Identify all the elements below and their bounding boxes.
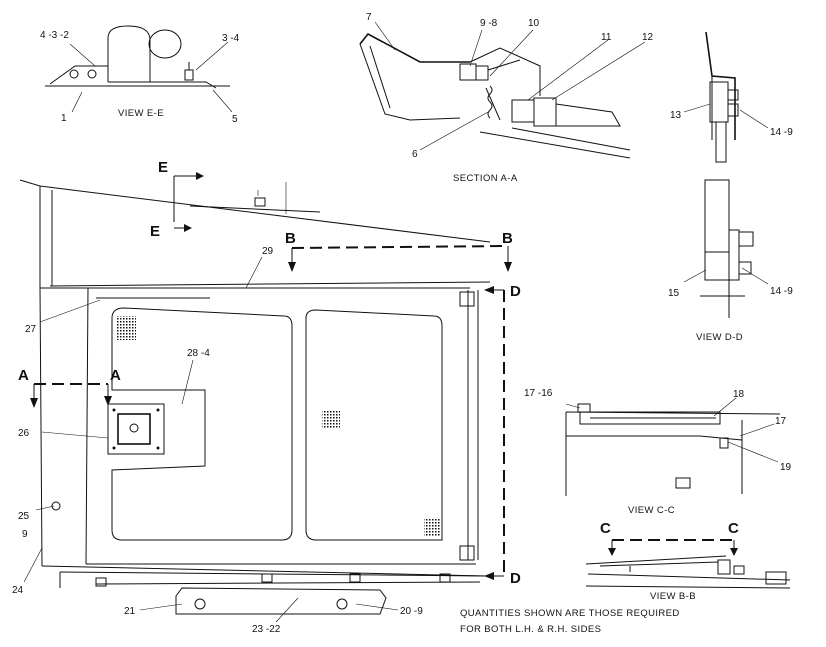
main-door-drawing: [19, 179, 491, 615]
section-cut-lines: [30, 172, 738, 580]
callout-18: 18: [733, 389, 745, 400]
view-cc-drawing: [565, 397, 781, 496]
callout-1: 1: [61, 113, 67, 124]
main-leaders: [23, 256, 399, 623]
section-letter-e-bot: E: [150, 223, 160, 240]
section-letter-d-bot: D: [510, 570, 521, 587]
callout-24: 24: [12, 585, 24, 596]
callout-14-9-bot: 14 -9: [770, 286, 793, 297]
callout-11: 11: [601, 32, 612, 43]
callout-27: 27: [25, 324, 37, 335]
callout-4-3-2: 4 -3 -2: [40, 30, 69, 41]
section-letter-c-left: C: [600, 520, 611, 537]
view-bb-drawing: [585, 555, 791, 589]
view-bb-caption: VIEW B-B: [650, 591, 696, 602]
callout-15: 15: [668, 288, 680, 299]
callout-26: 26: [18, 428, 30, 439]
section-letter-a-right: A: [110, 367, 121, 384]
callout-13: 13: [670, 110, 682, 121]
view-ee-caption: VIEW E-E: [118, 108, 164, 119]
callout-25: 25: [18, 511, 30, 522]
note-line-2: FOR BOTH L.H. & R.H. SIDES: [460, 624, 601, 635]
callout-3-4: 3 -4: [222, 33, 240, 44]
callout-6: 6: [412, 149, 418, 160]
view-cc-caption: VIEW C-C: [628, 505, 675, 516]
callout-14-9-top: 14 -9: [770, 127, 793, 138]
section-letter-d-top: D: [510, 283, 521, 300]
section-letter-b-right: B: [502, 230, 513, 247]
section-letter-c-right: C: [728, 520, 739, 537]
callout-7: 7: [366, 12, 372, 23]
callout-5: 5: [232, 114, 238, 125]
view-ee-drawing: [45, 25, 233, 113]
view-dd-caption: VIEW D-D: [696, 332, 743, 343]
view-dd-drawing: [683, 179, 769, 318]
callout-10: 10: [528, 18, 540, 29]
callout-21: 21: [124, 606, 136, 617]
callout-17-16: 17 -16: [524, 388, 553, 399]
callout-9: 9: [22, 529, 28, 540]
callout-29: 29: [262, 246, 274, 257]
callout-20-9: 20 -9: [400, 606, 423, 617]
bracket-top-drawing: [683, 31, 769, 163]
section-letter-b-left: B: [285, 230, 296, 247]
section-aa-caption: SECTION A-A: [453, 173, 518, 184]
callout-12: 12: [642, 32, 654, 43]
callout-9-8: 9 -8: [480, 18, 498, 29]
section-letter-e-top: E: [158, 159, 168, 176]
note-line-1: QUANTITIES SHOWN ARE THOSE REQUIRED: [460, 608, 680, 619]
callout-17: 17: [775, 416, 787, 427]
section-letter-a-left: A: [18, 367, 29, 384]
section-aa-drawing: [359, 21, 646, 159]
callout-28-4: 28 -4: [187, 348, 210, 359]
callout-23-22: 23 -22: [252, 624, 281, 635]
callout-19: 19: [780, 462, 792, 473]
